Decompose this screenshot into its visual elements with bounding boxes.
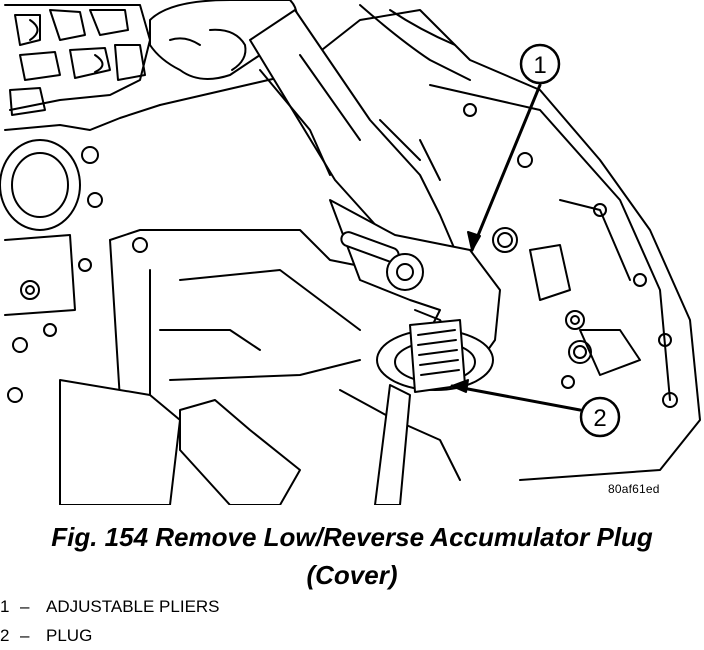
callout-2: 2 <box>579 396 621 438</box>
callout-2-number: 2 <box>593 405 606 432</box>
service-illustration: 1 2 <box>0 0 701 505</box>
legend-item-plug: 2–PLUG <box>0 626 92 646</box>
legend-label: PLUG <box>46 626 93 645</box>
lower-tool <box>59 379 411 505</box>
leader-arrow-1 <box>467 231 481 251</box>
hand <box>149 0 471 81</box>
legend-dash: – <box>20 597 30 616</box>
figure-code: 80af61ed <box>608 482 660 496</box>
leader-line-1 <box>470 83 542 252</box>
case-bolt-holes <box>132 103 678 408</box>
valve-body-passages <box>4 4 161 131</box>
callout-1: 1 <box>519 43 561 85</box>
accumulator-plug <box>376 319 494 393</box>
leader-lines <box>450 83 582 412</box>
leader-line-2 <box>450 384 582 412</box>
leader-arrow-2 <box>451 379 469 393</box>
figure-caption-title: Fig. 154 Remove Low/Reverse Accumulator … <box>51 522 653 552</box>
callout-1-number: 1 <box>533 52 546 79</box>
legend-label: ADJUSTABLE PLIERS <box>46 597 220 616</box>
legend-number: 1 <box>0 597 10 616</box>
legend-dash: – <box>20 626 30 645</box>
legend-number: 2 <box>0 626 10 645</box>
adjustable-pliers <box>249 9 501 381</box>
valve-body-holes <box>0 139 103 403</box>
figure-caption-subtitle: (Cover) <box>306 560 398 590</box>
legend-item-adjustable-pliers: 1–ADJUSTABLE PLIERS <box>0 597 220 617</box>
